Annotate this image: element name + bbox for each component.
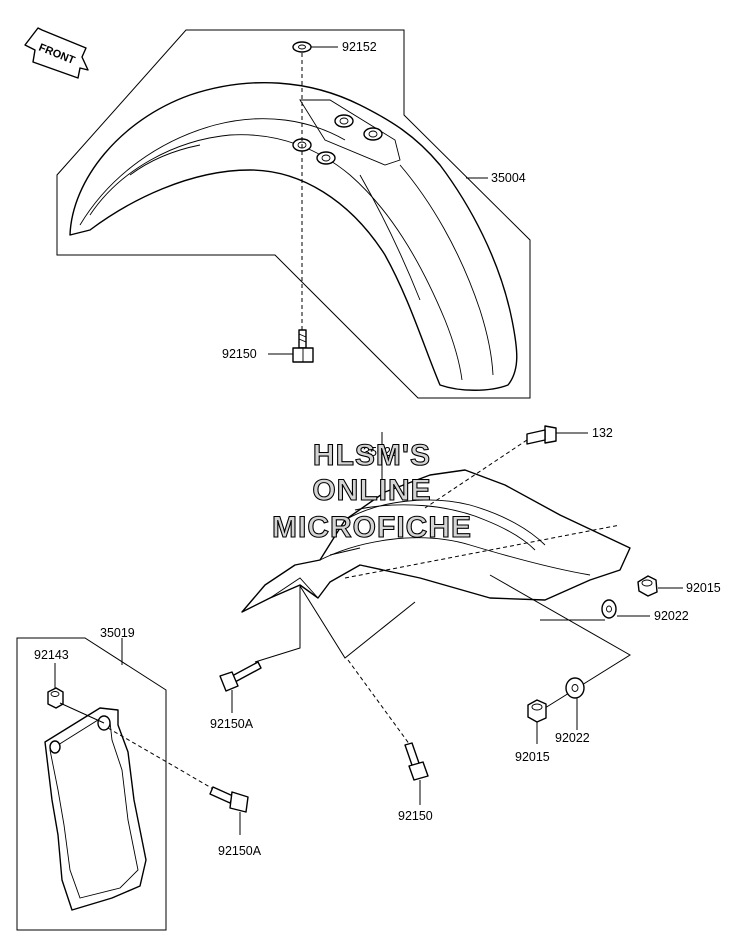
part-label-35019: 35019 bbox=[100, 626, 135, 640]
mount-hole bbox=[363, 127, 383, 141]
part-label-92015-low: 92015 bbox=[515, 750, 550, 764]
part-label-92150-bottom: 92150 bbox=[398, 809, 433, 823]
part-label-35023: 35023 bbox=[363, 445, 398, 459]
nut-92015-right bbox=[637, 575, 658, 597]
washer-92022-right bbox=[601, 599, 617, 619]
part-label-132: 132 bbox=[592, 426, 613, 440]
washer-92022-low bbox=[565, 677, 585, 699]
svg-text:HLSM'S: HLSM'S bbox=[313, 439, 431, 472]
bolt-132 bbox=[526, 425, 557, 445]
part-label-92143: 92143 bbox=[34, 648, 69, 662]
front-fender-35004 bbox=[69, 81, 518, 391]
svg-text:ONLINE: ONLINE bbox=[312, 474, 431, 507]
part-label-92150A-low: 92150A bbox=[218, 844, 262, 858]
watermark: HLSM'S ONLINE MICROFICHE bbox=[271, 438, 472, 544]
part-label-92015-right: 92015 bbox=[686, 581, 721, 595]
front-fender-group-outline bbox=[56, 29, 531, 399]
nut-92143 bbox=[47, 687, 64, 709]
washer-92152 bbox=[292, 41, 312, 53]
front-arrow-badge: FRONT bbox=[24, 27, 89, 79]
part-label-35004: 35004 bbox=[491, 171, 526, 185]
mount-hole bbox=[316, 151, 336, 165]
front-arrow-icon bbox=[24, 27, 89, 79]
mount-hole bbox=[49, 740, 61, 754]
rear-fender-35023 bbox=[241, 469, 631, 613]
mud-flap-group-outline bbox=[16, 637, 167, 931]
part-label-92152: 92152 bbox=[342, 40, 377, 54]
bolt-92150A-mid bbox=[219, 661, 262, 692]
part-label-92022-low: 92022 bbox=[555, 731, 590, 745]
part-label-92022-right: 92022 bbox=[654, 609, 689, 623]
part-label-92150-top: 92150 bbox=[222, 347, 257, 361]
bolt-92150A-low bbox=[209, 786, 249, 813]
part-label-92150A-mid: 92150A bbox=[210, 717, 254, 731]
bolt-92150-top bbox=[292, 329, 314, 363]
mount-hole bbox=[334, 114, 354, 128]
bolt-92150-bottom bbox=[404, 742, 429, 781]
nut-92015-low bbox=[527, 699, 547, 723]
mud-flap-35019 bbox=[44, 707, 147, 911]
svg-text:MICROFICHE: MICROFICHE bbox=[272, 511, 472, 544]
